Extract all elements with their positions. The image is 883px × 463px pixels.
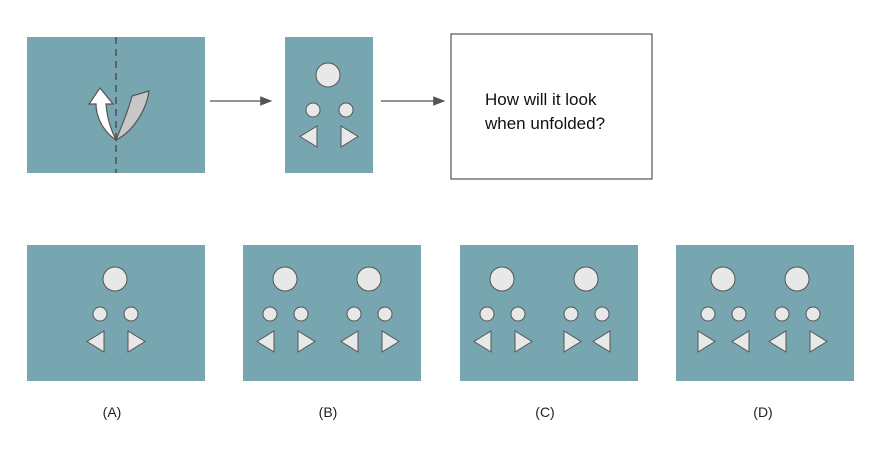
large-hole [784, 266, 810, 292]
triangle-hole-left [299, 125, 318, 148]
panel-background [27, 37, 205, 173]
small-hole [262, 306, 278, 322]
large-hole [356, 266, 382, 292]
small-hole [479, 306, 495, 322]
question-text: How will it look when unfolded? [485, 88, 655, 136]
small-hole [377, 306, 393, 322]
panel-background [285, 37, 373, 173]
small-hole [305, 102, 321, 118]
large-hole [710, 266, 736, 292]
option-c-panel[interactable] [460, 245, 638, 381]
large-hole [272, 266, 298, 292]
folded-paper-panel [285, 37, 373, 173]
panel-background [27, 245, 205, 381]
triangle-hole-right [809, 330, 828, 353]
option-b-panel[interactable] [243, 245, 421, 381]
fold-arrow-icon [87, 86, 150, 142]
small-hole [731, 306, 747, 322]
triangle-hole-left [340, 330, 359, 353]
option-a-label[interactable]: (A) [102, 404, 122, 420]
small-hole [700, 306, 716, 322]
question-box [450, 33, 653, 180]
option-d-panel[interactable] [676, 245, 854, 381]
triangle-hole-right [514, 330, 533, 353]
small-hole [123, 306, 139, 322]
large-hole [489, 266, 515, 292]
small-hole [510, 306, 526, 322]
triangle-hole-right [563, 330, 582, 353]
option-a-panel[interactable] [27, 245, 205, 381]
option-d-label[interactable]: (D) [753, 404, 773, 420]
small-hole [594, 306, 610, 322]
triangle-hole-left [86, 330, 105, 353]
triangle-hole-right [697, 330, 716, 353]
small-hole [346, 306, 362, 322]
large-hole [102, 266, 128, 292]
option-b-label[interactable]: (B) [318, 404, 338, 420]
triangle-hole-left [256, 330, 275, 353]
triangle-hole-left [592, 330, 611, 353]
small-hole [805, 306, 821, 322]
question-line-2: when unfolded? [485, 114, 606, 133]
triangle-hole-right [297, 330, 316, 353]
triangle-hole-right [127, 330, 146, 353]
option-c-label[interactable]: (C) [535, 404, 555, 420]
small-hole [92, 306, 108, 322]
triangle-hole-left [768, 330, 787, 353]
small-hole [563, 306, 579, 322]
small-hole [774, 306, 790, 322]
triangle-hole-right [381, 330, 400, 353]
small-hole [338, 102, 354, 118]
large-hole [573, 266, 599, 292]
triangle-hole-left [731, 330, 750, 353]
triangle-hole-left [473, 330, 492, 353]
large-hole [315, 62, 341, 88]
question-line-1: How will it look [485, 90, 597, 109]
original-paper-panel [27, 37, 205, 173]
small-hole [293, 306, 309, 322]
triangle-hole-right [340, 125, 359, 148]
